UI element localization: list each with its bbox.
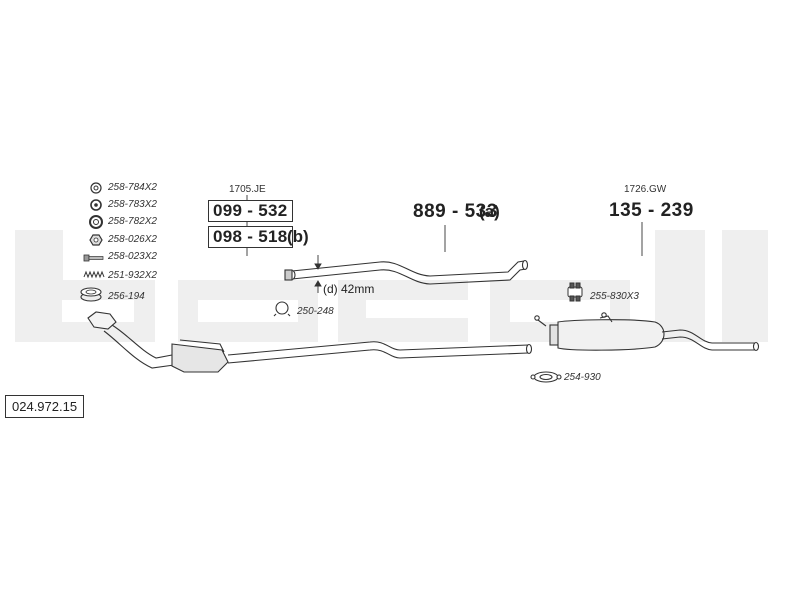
rear-silencer-code: 1726.GW bbox=[624, 184, 667, 195]
rubber-mount-label: 255-830X3 bbox=[590, 291, 639, 302]
spring-washer-icon bbox=[89, 215, 103, 229]
part-suffix: (a) bbox=[479, 202, 500, 221]
middle-pipe bbox=[284, 259, 529, 285]
clamp-label: 250-248 bbox=[297, 306, 334, 317]
catalyst-part-number: 099 - 532 bbox=[208, 200, 293, 222]
flange-gasket-icon bbox=[530, 371, 562, 383]
rear-silencer bbox=[534, 312, 760, 352]
bosal-watermark bbox=[15, 230, 768, 342]
kit-part-label: 258-782X2 bbox=[108, 216, 157, 227]
spring-icon bbox=[83, 270, 105, 279]
rear-silencer-part-number: 135 - 239 bbox=[609, 200, 694, 221]
flange-gasket-label: 254-930 bbox=[564, 372, 601, 383]
pipe-dimension-label: (d) 42mm bbox=[323, 282, 375, 296]
catalyst-code: 1705.JE bbox=[229, 184, 266, 195]
hex-nut-icon bbox=[89, 234, 103, 246]
bolt-icon bbox=[83, 254, 104, 262]
kit-part-label: 258-023X2 bbox=[108, 251, 157, 262]
rubber-mount-icon bbox=[567, 282, 583, 302]
dimension-arrows bbox=[314, 255, 322, 293]
part-suffix: (b) bbox=[287, 227, 309, 246]
kit-part-label: 251-932X2 bbox=[108, 270, 157, 281]
ring-gasket-icon bbox=[90, 199, 102, 211]
kit-part-label: 258-026X2 bbox=[108, 234, 157, 245]
ring-gasket-icon bbox=[90, 182, 102, 194]
reference-number: 024.972.15 bbox=[5, 395, 85, 418]
clamp-icon bbox=[273, 301, 291, 317]
olive-ring-icon bbox=[80, 287, 102, 302]
kit-part-label: 258-784X2 bbox=[108, 182, 157, 193]
catalyst-part-number: 098 - 518 bbox=[208, 226, 293, 248]
kit-part-label: 256-194 bbox=[108, 291, 145, 302]
kit-part-label: 258-783X2 bbox=[108, 199, 157, 210]
front-pipe-with-catalyst bbox=[87, 311, 533, 373]
middle-pipe-part-number: 889 - 533 bbox=[413, 201, 498, 222]
